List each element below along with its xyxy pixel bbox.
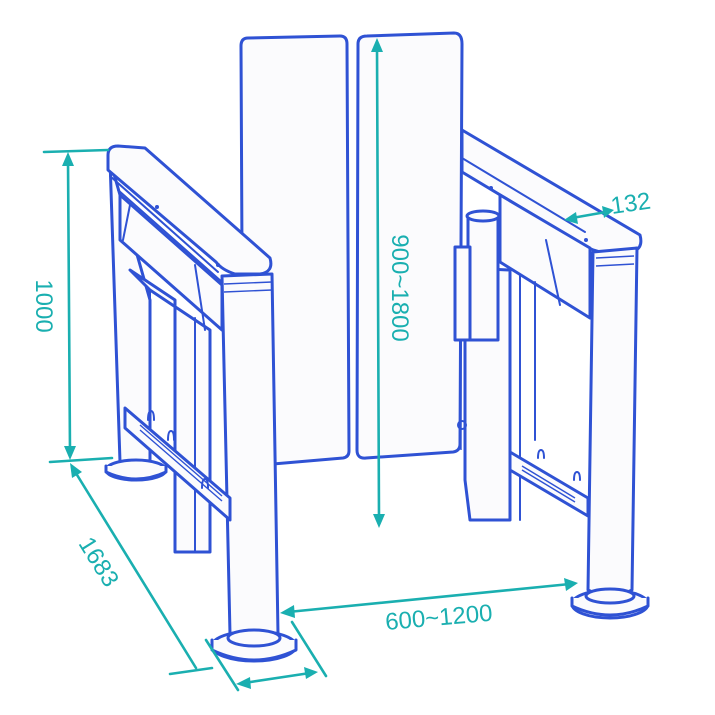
- dimension-height: 1000: [30, 148, 114, 464]
- right-cabinet: [453, 128, 650, 620]
- dimension-passage-width-label: 600~1200: [384, 600, 493, 636]
- left-cabinet: [104, 144, 298, 663]
- dimension-height-label: 1000: [30, 279, 57, 332]
- right-glass-panel: [355, 31, 464, 460]
- dimension-glass-height-label: 900~1800: [386, 234, 413, 341]
- dimension-passage-width: 600~1200: [280, 578, 578, 636]
- dimension-length-label: 1683: [73, 532, 124, 592]
- dimension-top-width-label: 132: [609, 188, 652, 220]
- dimension-length: 1683: [70, 463, 214, 676]
- dimension-glass-height: 900~1800: [371, 38, 413, 528]
- dimension-base-depth: [204, 620, 328, 692]
- dimension-top-width: 132: [564, 188, 652, 224]
